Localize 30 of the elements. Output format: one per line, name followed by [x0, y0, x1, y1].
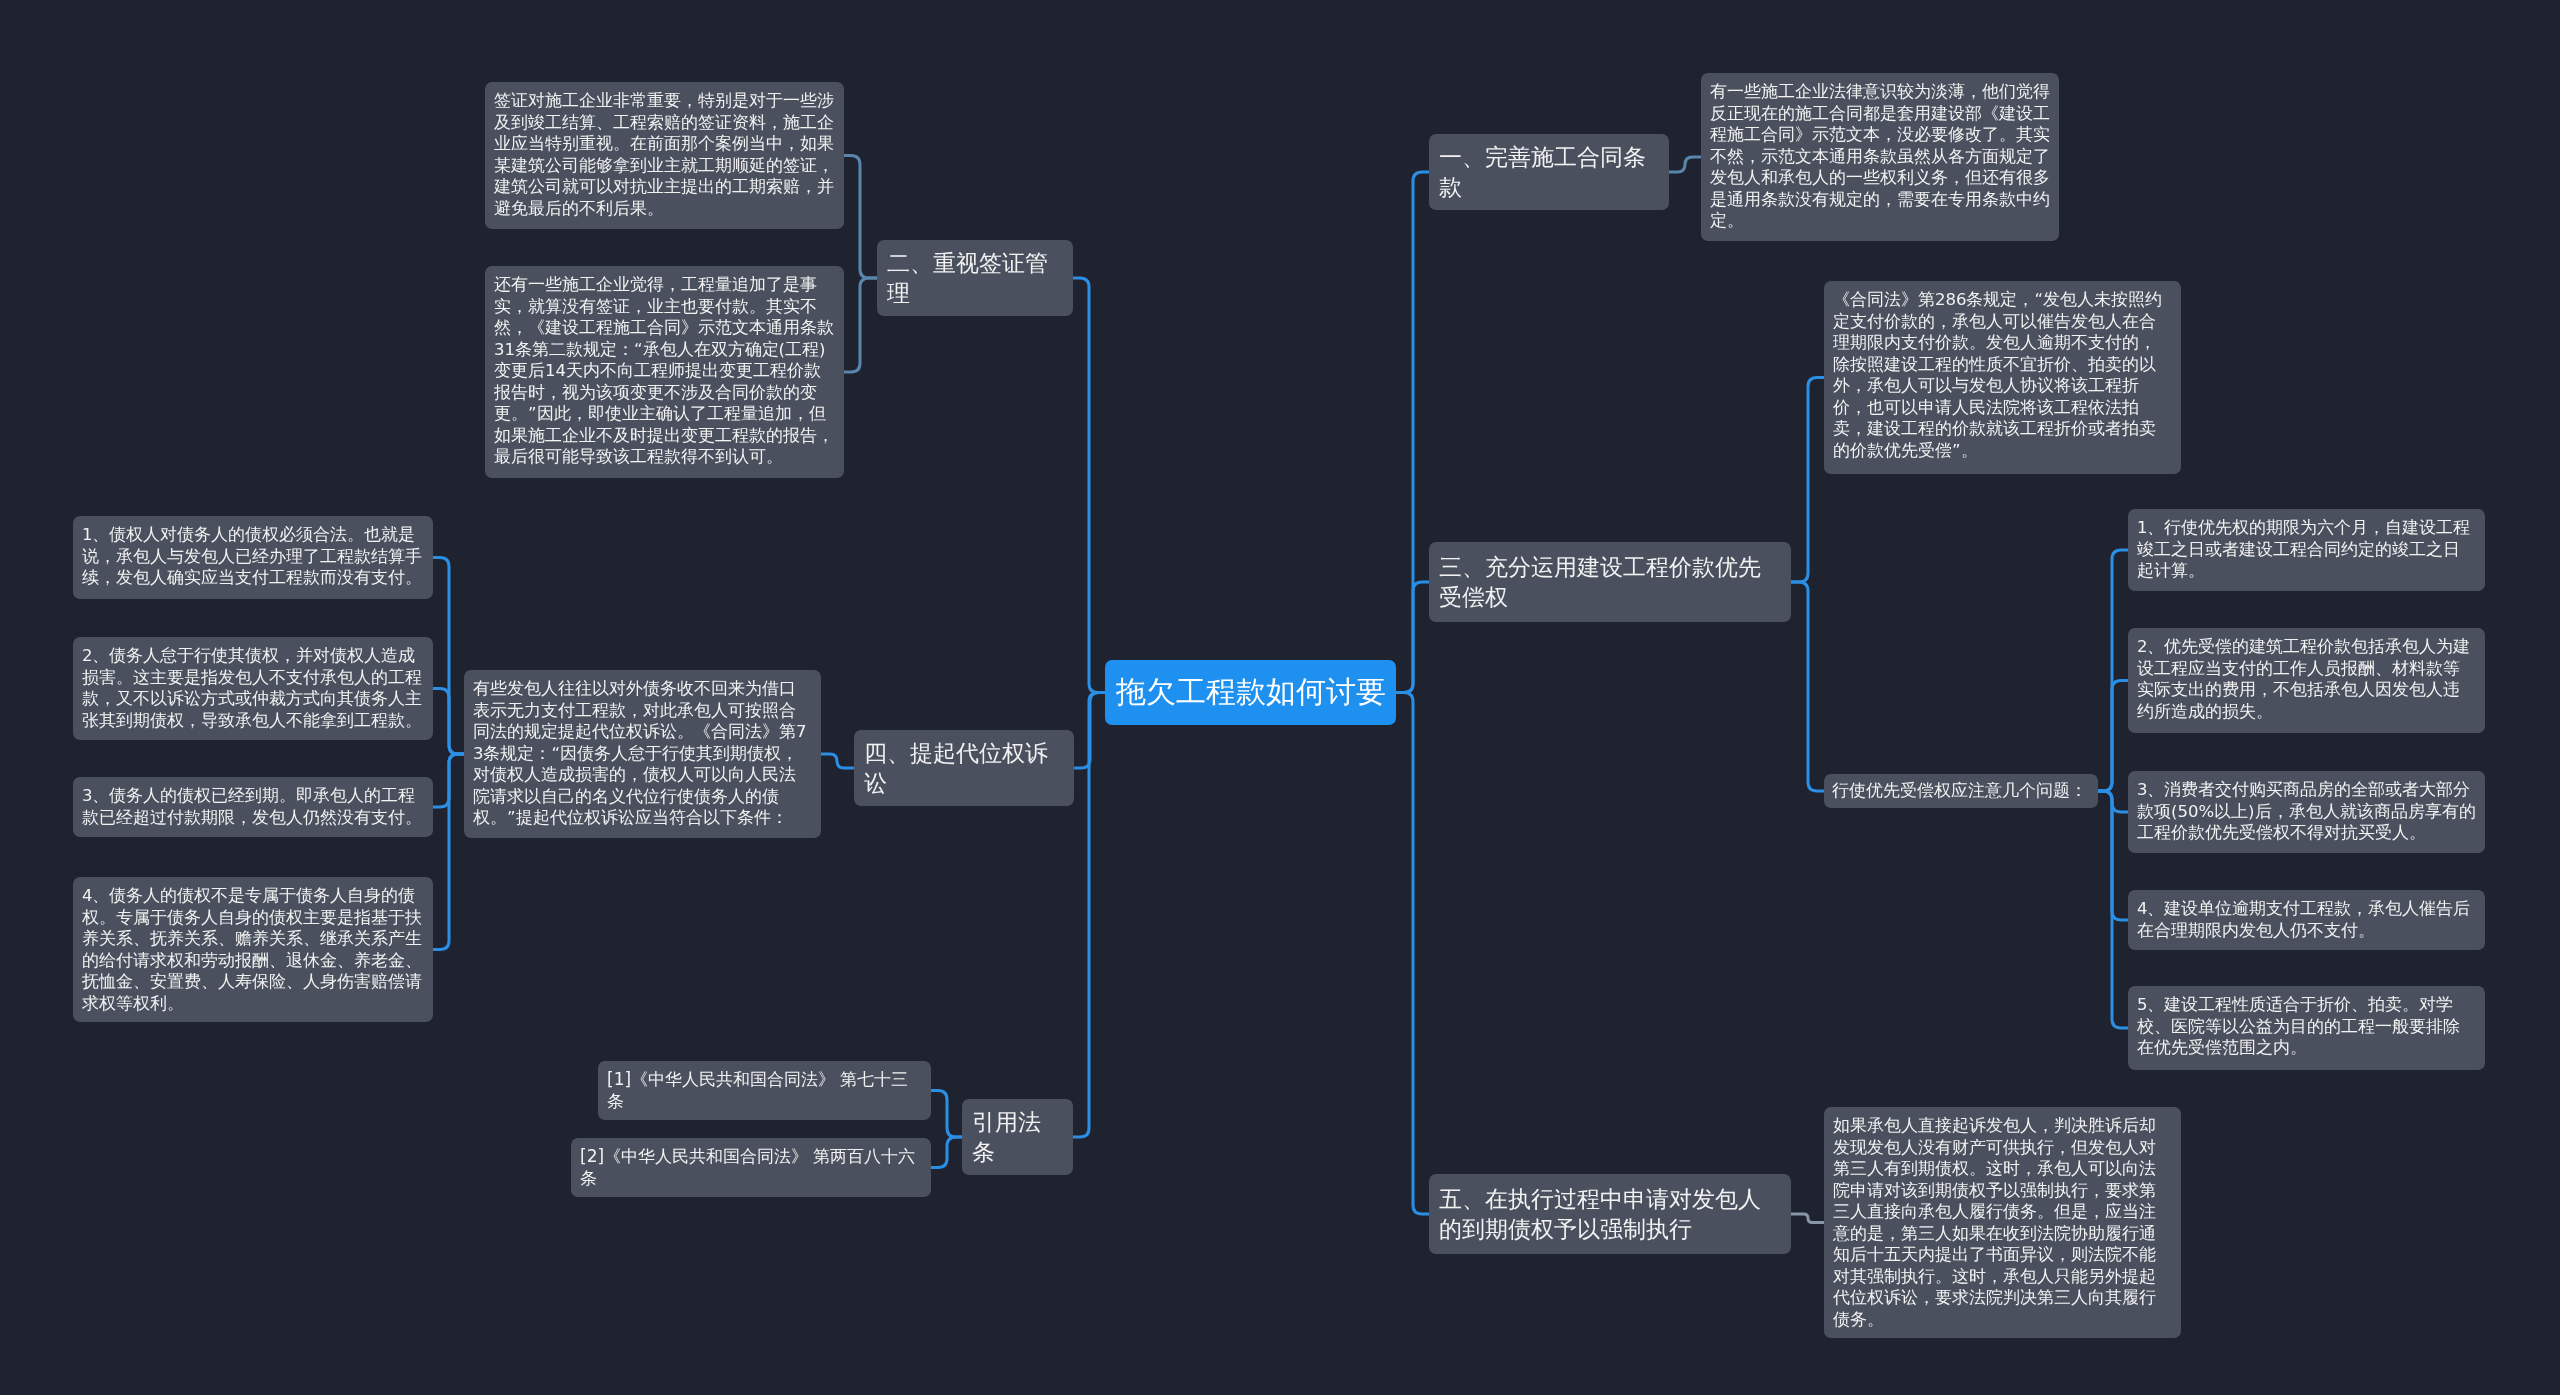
- note-box: 有一些施工企业法律意识较为淡薄，他们觉得反正现在的施工合同都是套用建设部《建设工程施工合同》示范文本，没必要修改了。其实不然，示范文本通用条款虽然从各方面规定了发包人和承包人的一些权利义务，但还有很多是通用条款没有规定的，需要在专用条款中约定。: [1701, 73, 2059, 241]
- note-box: [2]《中华人民共和国合同法》 第两百八十六条: [571, 1138, 931, 1197]
- topic-box: 一、完善施工合同条款: [1429, 134, 1669, 210]
- topic-box: 四、提起代位权诉讼: [854, 730, 1074, 806]
- note-box: 5、建设工程性质适合于折价、拍卖。对学校、医院等以公益为目的的工程一般要排除在优先受偿范围之内。: [2128, 986, 2485, 1070]
- topic-box: 二、重视签证管理: [877, 240, 1073, 316]
- connector-line: [931, 1135, 962, 1169]
- note-box: 如果承包人直接起诉发包人，判决胜诉后却发现发包人没有财产可供执行，但发包人对第三人有到期债权。这时，承包人可以向法院申请对该到期债权予以强制执行，要求第三人直接向承包人履行债务。但是，应当注意的是，第三人如果在收到法院协助履行通知后十五天内提出了书面异议，则法院不能对其强制执行。这时，承包人只能另外提起代位权诉讼，要求法院判决第三人向其履行债务。: [1824, 1107, 2181, 1338]
- note-box: 3、债务人的债权已经到期。即承包人的工程款已经超过付款期限，发包人仍然没有支付。: [73, 777, 433, 837]
- topic-box: 五、在执行过程中申请对发包人的到期债权予以强制执行: [1429, 1174, 1791, 1254]
- note-box: 行使优先受偿权应注意几个问题：: [1824, 774, 2098, 808]
- note-box: 2、债务人怠于行使其债权，并对债权人造成损害。这主要是指发包人不支付承包人的工程款，又不以诉讼方式或仲裁方式向其债务人主张其到期债权，导致承包人不能拿到工程款。: [73, 637, 433, 740]
- note-box: 签证对施工企业非常重要，特别是对于一些涉及到竣工结算、工程索赔的签证资料，施工企业应当特别重视。在前面那个案例当中，如果某建筑公司能够拿到业主就工期顺延的签证，建筑公司就可以对抗业主提出的工期索赔，并避免最后的不利后果。: [485, 82, 844, 229]
- connector-line: [821, 752, 854, 770]
- note-box: 有些发包人往往以对外债务收不回来为借口表示无力支付工程款，对此承包人可按照合同法的规定提起代位权诉讼。《合同法》第73条规定：“因债务人怠于行使其到期债权，对债权人造成损害的，债权人可以向人民法院请求以自己的名义代位行使债务人的债权。”提起代位权诉讼应当符合以下条件：: [464, 670, 821, 838]
- connector-line: [1669, 155, 1701, 174]
- connector-line: [1073, 691, 1105, 1139]
- note-box: 还有一些施工企业觉得，工程量追加了是事实，就算没有签证，业主也要付款。其实不然，《建设工程施工合同》示范文本通用条款31条第二款规定：“承包人在双方确定(工程)变更后14天内不向工程师提出变更工程价款报告时，视为该项变更不涉及合同价款的变更。”因此，即使业主确认了工程量追加，但如果施工企业不及时提出变更工程款的报告，最后很可能导致该工程款得不到认可。: [485, 266, 844, 478]
- note-box: 《合同法》第286条规定，“发包人未按照约定支付价款的，承包人可以催告发包人在合理期限内支付价款。发包人逾期不支付的，除按照建设工程的性质不宜折价、拍卖的以外，承包人可以与发包人协议将该工程折价，也可以申请人民法院将该工程依法拍卖，建设工程的价款就该工程折价或者拍卖的价款优先受偿”。: [1824, 281, 2181, 474]
- connector-line: [1791, 1212, 1824, 1224]
- note-box: 2、优先受偿的建筑工程价款包括承包人为建设工程应当支付的工作人员报酬、材料款等实际支出的费用，不包括承包人因发包人违约所造成的损失。: [2128, 628, 2485, 733]
- note-box: 4、建设单位逾期支付工程款，承包人催告后在合理期限内发包人仍不支付。: [2128, 890, 2485, 950]
- topic-box: 引用法条: [962, 1099, 1073, 1175]
- note-box: 4、债务人的债权不是专属于债务人自身的债权。专属于债务人自身的债权主要是指基于扶养关系、抚养关系、赡养关系、继承关系产生的给付请求权和劳动报酬、退休金、养老金、抚恤金、安置费、人寿保险、人身伤害赔偿请求权等权利。: [73, 877, 433, 1022]
- central-topic: 拖欠工程款如何讨要: [1105, 660, 1396, 725]
- note-box: 1、债权人对债务人的债权必须合法。也就是说，承包人与发包人已经办理了工程款结算手续，发包人确实应当支付工程款而没有支付。: [73, 516, 433, 599]
- note-box: [1]《中华人民共和国合同法》 第七十三条: [598, 1061, 931, 1120]
- note-box: 3、消费者交付购买商品房的全部或者大部分款项(50%以上)后，承包人就该商品房享有的工程价款优先受偿权不得对抗买受人。: [2128, 771, 2485, 853]
- topic-box: 三、充分运用建设工程价款优先受偿权: [1429, 542, 1791, 622]
- note-box: 1、行使优先权的期限为六个月，自建设工程竣工之日或者建设工程合同约定的竣工之日起计算。: [2128, 509, 2485, 591]
